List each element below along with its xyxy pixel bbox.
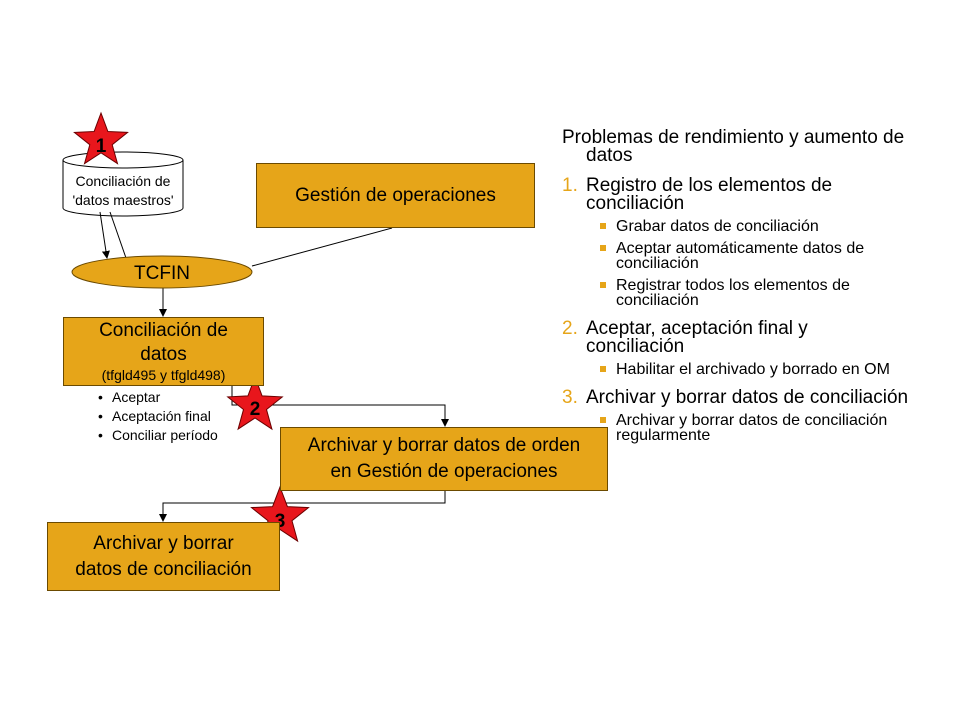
conciliacion-tables: (tfgld495 y tfgld498) <box>101 367 226 383</box>
panel-heading: Problemas de rendimiento y aumento de da… <box>562 127 905 166</box>
numbered-item-3: 3.Archivar y borrar datos de conciliació… <box>562 387 909 408</box>
action-item: Conciliar período <box>98 426 218 445</box>
star-1-label: 1 <box>96 136 107 157</box>
archivar-orden-to-archivar-conc-arrow <box>159 491 446 522</box>
bullet-square-icon <box>600 417 606 423</box>
sub-item: Habilitar el archivado y borrado en OM <box>562 362 957 378</box>
bullet-square-icon <box>600 223 606 229</box>
archivar-conciliacion-box: Archivar y borrar datos de conciliación <box>47 522 280 591</box>
star-2-icon: 2 <box>226 375 284 431</box>
gestion-operaciones-label: Gestión de operaciones <box>295 184 496 206</box>
sub-list-2: Habilitar el archivado y borrado en OM <box>562 362 957 378</box>
numbered-item-1: 1.Registro de los elementos de conciliac… <box>562 175 833 214</box>
gestion-operaciones-box: Gestión de operaciones <box>256 163 535 228</box>
bullet-square-icon <box>600 245 606 251</box>
cylinder-to-tcfin-arrow <box>99 211 110 259</box>
star-2-label: 2 <box>250 399 261 420</box>
gestion-to-tcfin-line <box>251 227 393 267</box>
star-3-label: 3 <box>275 511 286 532</box>
tcfin-label: TCFIN <box>134 263 190 284</box>
sub-list-1: Grabar datos de conciliación Aceptar aut… <box>562 219 957 309</box>
archivar-orden-line1: Archivar y borrar datos de orden <box>307 435 581 456</box>
action-item: Aceptación final <box>98 407 218 426</box>
tcfin-ellipse <box>71 255 253 289</box>
cylinder-label: Conciliación de 'datos maestros' <box>72 173 174 208</box>
issues-panel: Problemas de rendimiento y aumento de da… <box>562 127 957 450</box>
action-item: Aceptar <box>98 388 218 407</box>
archivar-conc-line2: datos de conciliación <box>75 558 252 580</box>
star-1-icon: 1 <box>73 111 129 165</box>
sub-item: Grabar datos de conciliación <box>562 219 957 235</box>
conciliacion-line1: Conciliación de <box>99 320 228 341</box>
archivar-orden-line2: en Gestión de operaciones <box>330 461 558 482</box>
star-3-icon: 3 <box>250 485 310 543</box>
numbered-item-2: 2.Aceptar, aceptación final y conciliaci… <box>562 318 808 357</box>
conciliacion-line2: datos <box>140 344 187 365</box>
archivar-orden-box: Archivar y borrar datos de orden en Gest… <box>280 427 608 491</box>
conciliacion-datos-box: Conciliación de datos (tfgld495 y tfgld4… <box>63 317 264 386</box>
actions-list: Aceptar Aceptación final Conciliar perío… <box>98 388 218 445</box>
bullet-square-icon <box>600 282 606 288</box>
conciliacion-to-archivar-orden-arrow <box>231 386 449 427</box>
bullet-square-icon <box>600 366 606 372</box>
cylinder-tcfin-line <box>109 211 127 259</box>
archivar-conc-line1: Archivar y borrar <box>93 532 234 554</box>
